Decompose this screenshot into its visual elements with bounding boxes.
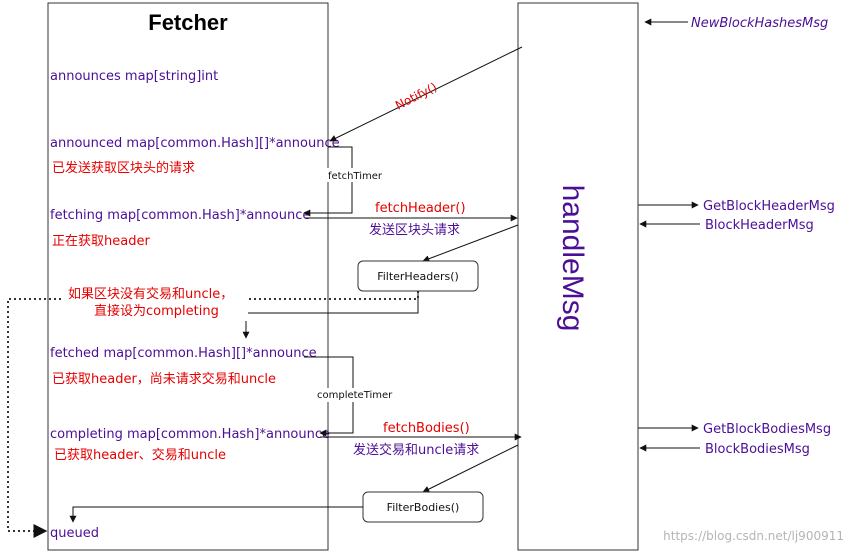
announces-field: announces map[string]int <box>50 69 218 84</box>
completing-field: completing map[common.Hash]*announce <box>50 427 330 442</box>
handlemsg-box <box>517 2 639 551</box>
header-return-arrow <box>422 224 519 263</box>
get-block-header-label: GetBlockHeaderMsg <box>703 199 835 214</box>
filter-headers-to-fetched <box>242 291 419 339</box>
direct-complete-note-1: 如果区块没有交易和uncle， <box>68 286 233 302</box>
fetching-field: fetching map[common.Hash]*announce <box>50 208 310 223</box>
bodies-return-arrow <box>422 444 519 493</box>
fetching-note: 正在获取header <box>52 234 150 249</box>
fetch-timer-bg <box>326 168 384 182</box>
announced-note: 已发送获取区块头的请求 <box>52 160 195 176</box>
watermark-url: https://blog.csdn.net/lj900911 <box>663 529 844 543</box>
fetch-bodies-label: fetchBodies() <box>383 421 470 436</box>
fetched-note: 已获取header，尚未请求交易和uncle <box>52 371 276 387</box>
fetcher-box <box>47 2 329 551</box>
filter-bodies-label: FilterBodies() <box>387 501 460 514</box>
handlemsg-title: handleMsg <box>556 185 589 332</box>
complete-timer-bg <box>314 388 392 402</box>
direct-complete-path <box>7 291 419 538</box>
get-block-bodies-label: GetBlockBodiesMsg <box>703 422 831 437</box>
fetcher-title: Fetcher <box>148 10 228 35</box>
direct-complete-bg <box>62 285 248 321</box>
notify-label: Notify() <box>393 80 439 113</box>
filter-headers-label: FilterHeaders() <box>377 270 459 283</box>
queued-field: queued <box>50 526 99 541</box>
block-header-label: BlockHeaderMsg <box>705 218 814 233</box>
fetch-bodies-note: 发送交易和uncle请求 <box>353 442 479 458</box>
completing-note: 已获取header、交易和uncle <box>54 447 226 463</box>
notify-arrow <box>329 46 523 142</box>
fetch-header-note: 发送区块头请求 <box>369 222 460 238</box>
fetch-timer-label: fetchTimer <box>328 171 383 182</box>
filter-bodies-to-queued <box>69 506 363 523</box>
fetch-header-label: fetchHeader() <box>375 201 466 216</box>
direct-complete-note-2: 直接设为completing <box>94 303 219 319</box>
fetched-field: fetched map[common.Hash][]*announce <box>50 346 317 361</box>
announced-field: announced map[common.Hash][]*announce <box>50 136 340 151</box>
complete-timer-label: completeTimer <box>317 390 393 401</box>
block-bodies-label: BlockBodiesMsg <box>705 442 810 457</box>
new-block-hashes-label: NewBlockHashesMsg <box>691 16 828 31</box>
